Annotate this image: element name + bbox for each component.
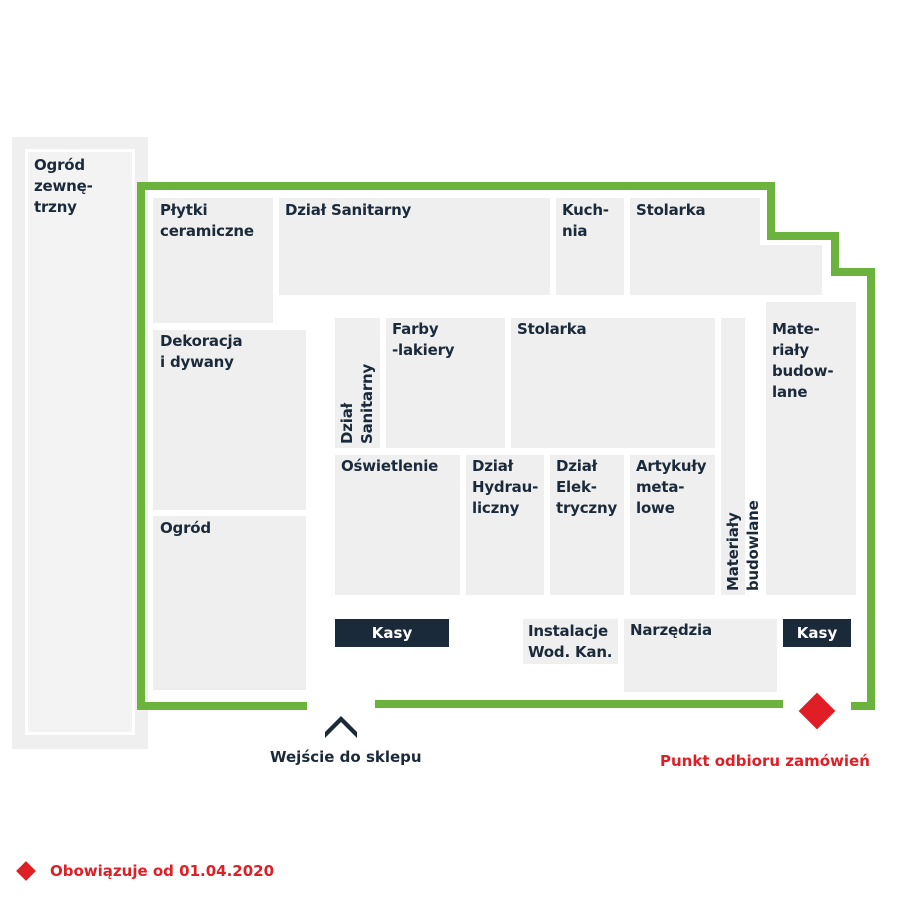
wall-left [137, 182, 145, 710]
zone-metalowe [630, 455, 715, 595]
zone-ogrod [153, 516, 306, 690]
zone-sanitarny-vert [335, 318, 380, 448]
wall-bottom-right-stub [851, 702, 875, 710]
zone-plytki-label: Płytki ceramiczne [160, 201, 254, 240]
zone-ogrod-label: Ogród [160, 519, 211, 537]
zone-narzedzia [624, 619, 777, 692]
zone-dekoracja [153, 330, 306, 510]
zone-instalacje-label: Instalacje Wod. Kan. [528, 622, 613, 661]
zone-kuchnia [556, 198, 624, 295]
zone-oswietlenie [335, 455, 460, 595]
zone-materialy-right [766, 302, 856, 595]
zone-metalowe-label: Artykuły meta- lowe [636, 457, 707, 517]
zone-kuchnia-label: Kuch- nia [562, 201, 609, 240]
zone-stolarka-mid-label: Stolarka [517, 320, 587, 338]
zone-stolarka-top-b [700, 245, 822, 295]
zone-materialy-right-label: Mate- riały budow- lane [772, 320, 834, 401]
zone-farby-label: Farby -lakiery [392, 320, 455, 359]
wall-bottom-left [137, 702, 307, 710]
wall-bottom-mid [375, 700, 783, 708]
zone-ogrod-zewnetrzny-label: Ogród zewnę- trzny [34, 156, 93, 216]
zone-sanitarny-top-label: Dział Sanitarny [285, 201, 412, 219]
zone-materialy-vert [721, 318, 745, 595]
legend-label: Obowiązuje od 01.04.2020 [50, 862, 275, 880]
wall-top-step4 [831, 268, 875, 276]
zone-stolarka-mid [511, 318, 715, 448]
zone-dekoracja-label: Dekoracja i dywany [160, 332, 243, 371]
pickup-diamond-icon [798, 692, 836, 730]
zone-sanitarny-top [279, 198, 550, 295]
wall-top-step1 [767, 182, 775, 240]
wall-top-step3 [831, 232, 839, 276]
zone-plytki [153, 198, 273, 323]
kasy-left: Kasy [335, 619, 449, 647]
wall-top [137, 182, 775, 190]
zone-farby [386, 318, 505, 448]
pickup-label: Punkt odbioru zamówień [660, 752, 870, 770]
zone-hydraulika [466, 455, 544, 595]
kasy-right: Kasy [783, 619, 851, 647]
zone-oswietlenie-label: Oświetlenie [341, 457, 439, 475]
zone-elektryczny [550, 455, 624, 595]
legend-diamond-icon [16, 861, 36, 881]
entrance-label: Wejście do sklepu [270, 748, 422, 766]
zone-sanitarny-vert-label: Dział Sanitarny [338, 363, 376, 444]
zone-narzedzia-label: Narzędzia [630, 621, 712, 639]
zone-ogrod-zewnetrzny [25, 149, 135, 735]
zone-elektryczny-label: Dział Elek- tryczny [556, 457, 618, 517]
wall-right [867, 268, 875, 710]
zone-hydraulika-label: Dział Hydrau- liczny [472, 457, 539, 517]
zone-stolarka-top-label: Stolarka [636, 201, 706, 219]
zone-instalacje [523, 619, 618, 664]
zone-materialy-vert-label: Materiały budowlane [724, 500, 762, 591]
entrance-chevron-icon [325, 716, 357, 738]
wall-top-step2 [767, 232, 839, 240]
